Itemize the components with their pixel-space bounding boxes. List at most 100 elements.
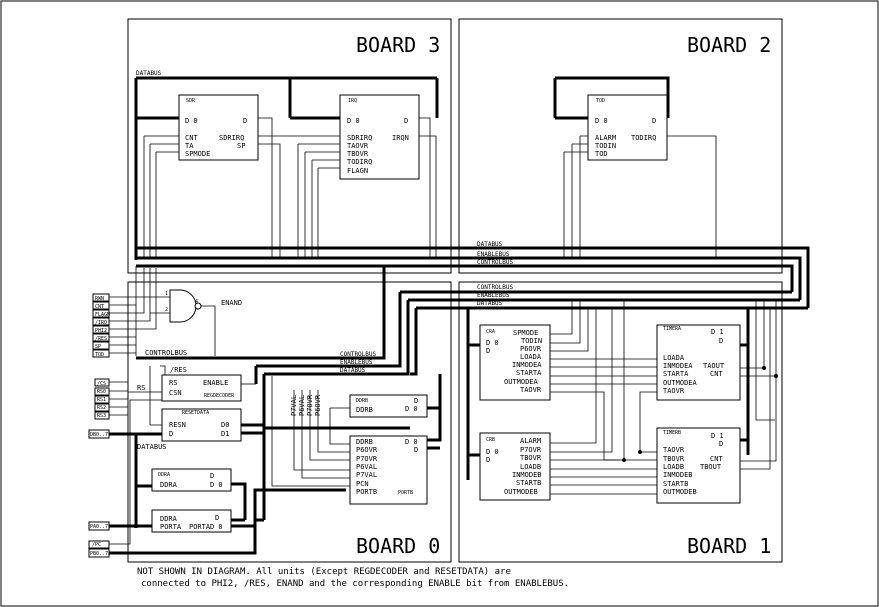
timerb-d: D <box>719 440 723 448</box>
irq-box <box>339 94 420 180</box>
irq-title: IRQ <box>348 98 357 104</box>
nand-gate <box>169 289 197 323</box>
ddrb-ddrb: DDRB <box>356 406 373 414</box>
note-line2: connected to PHI2, /RES, ENAND and the c… <box>141 579 569 589</box>
board3-title: BOARD 3 <box>356 33 440 57</box>
ddra-box <box>151 468 232 492</box>
tod-title: TOD <box>596 98 605 104</box>
timera-d: D <box>719 337 723 345</box>
mid-controlbus-label: CONTROLBUS <box>477 259 514 266</box>
sdr-d: D <box>243 117 247 125</box>
tod-todirq: TODIRQ <box>631 134 656 142</box>
timerb-taovr: TAOVR <box>663 446 685 454</box>
board2-frame <box>458 18 783 274</box>
pin-irq: /IRQ <box>95 320 107 326</box>
porta-d0: D 0 <box>210 523 223 531</box>
b0-databus-up <box>410 308 418 376</box>
resn-wire <box>149 366 162 426</box>
pin-pb: PB0..7 <box>90 551 108 557</box>
pin-res: /RES <box>95 336 107 342</box>
timerb-tbout: TBOUT <box>700 463 722 471</box>
sdr-cnt: CNT <box>185 134 198 142</box>
cra-loada: LOADA <box>520 353 542 361</box>
tod-box <box>587 94 668 161</box>
cra-p6ovr: P6OVR <box>520 345 542 353</box>
b1-wiring <box>550 300 777 495</box>
cra-spmode: SPMODE <box>513 329 538 337</box>
portb-wiring <box>271 376 350 487</box>
gate-pin1: 1 <box>165 291 168 297</box>
tod-alarm: ALARM <box>595 134 616 142</box>
ddra-title: DDRA <box>158 472 170 478</box>
regdecoder-csn: CSN <box>169 389 182 397</box>
ddra-bus <box>231 482 247 522</box>
porta-ddra: DDRA <box>160 515 178 523</box>
pin-cs: /CS <box>97 381 106 387</box>
b3-wiring <box>143 117 437 258</box>
porta-box <box>151 509 232 533</box>
regdecoder-res: /RES <box>170 366 187 374</box>
portb-p6ovr: P6OVR <box>356 446 378 454</box>
timera-title: TIMERA <box>663 326 681 332</box>
timera-taovr: TAOVR <box>663 387 685 395</box>
timera-box <box>656 324 741 401</box>
b1-databus-left <box>466 308 480 480</box>
portb-d0: D 0 <box>405 438 418 446</box>
cra-d: D <box>486 347 490 355</box>
timera-loada: LOADA <box>663 354 685 362</box>
ddra-ddra: DDRA <box>160 481 178 489</box>
portb-portb: PORTB <box>356 488 377 496</box>
res-wire <box>160 365 166 375</box>
b3-databus-label: DATABUS <box>136 70 162 77</box>
cra-taovr: TAOVR <box>520 386 542 394</box>
board1-frame <box>458 281 783 563</box>
pin-block-top <box>92 293 110 358</box>
irq-tbovr: TBOVR <box>347 150 369 158</box>
crb-loadb: LOADB <box>520 463 541 471</box>
timera-taout: TAOUT <box>703 362 725 370</box>
pin-pa: PA0..7 <box>90 524 108 530</box>
sdr-sp: SP <box>237 142 245 150</box>
porta-porta: PORTA <box>160 523 182 531</box>
sdr-sdrirq: SDRIRQ <box>219 134 244 142</box>
cra-d0: D 0 <box>486 339 499 347</box>
sdr-spmode: SPMODE <box>185 150 210 158</box>
porta-d: D <box>215 514 219 522</box>
resetdata-d1: D1 <box>221 430 229 438</box>
b1-enablebus-label: ENABLEBUS <box>477 292 510 299</box>
b0-enablebus <box>256 292 402 368</box>
irq-irqn: IRQN <box>392 134 409 142</box>
b0-databus-left <box>109 442 152 528</box>
board0-title: BOARD 0 <box>356 534 440 558</box>
mid-databus-label: DATABUS <box>477 241 503 248</box>
irq-d: D <box>404 117 408 125</box>
ddra-d: D <box>210 472 214 480</box>
pb-bus <box>109 488 346 555</box>
board3-frame <box>127 18 452 274</box>
note-line1: NOT SHOWN IN DIAGRAM. All units (Except … <box>137 567 511 577</box>
timerb-startb: STARTB <box>663 480 688 488</box>
portb-p6val: P6VAL <box>356 463 377 471</box>
pin-pc: /PC <box>92 542 101 548</box>
b0-r-databus-label: DATABUS <box>340 367 366 374</box>
pin-top-wiring <box>109 266 170 356</box>
cra-inmodea: INMODEA <box>512 361 542 369</box>
board2-title: BOARD 2 <box>687 33 771 57</box>
regdecoder-name: REGDECODER <box>204 393 235 399</box>
b0-enablebus2 <box>264 300 410 376</box>
timerb-tbovr: TBOVR <box>663 455 685 463</box>
portb-box <box>349 435 428 505</box>
crb-d0: D 0 <box>486 448 499 456</box>
cra-outmodea: OUTMODEA <box>504 378 539 386</box>
pin-rs1: RS1 <box>97 397 106 403</box>
pin-phi2: PHI2 <box>95 328 107 334</box>
tod-d0: D 0 <box>595 117 608 125</box>
b0-r-enablebus-label: ENABLEBUS <box>340 359 373 366</box>
cra-todin: TODIN <box>521 337 542 345</box>
regdecoder-box <box>161 374 242 402</box>
sdr-title: SDR <box>186 98 196 104</box>
ddrb-d0: D 0 <box>405 405 418 413</box>
irq-d0: D 0 <box>347 117 360 125</box>
board0-frame <box>127 281 452 563</box>
